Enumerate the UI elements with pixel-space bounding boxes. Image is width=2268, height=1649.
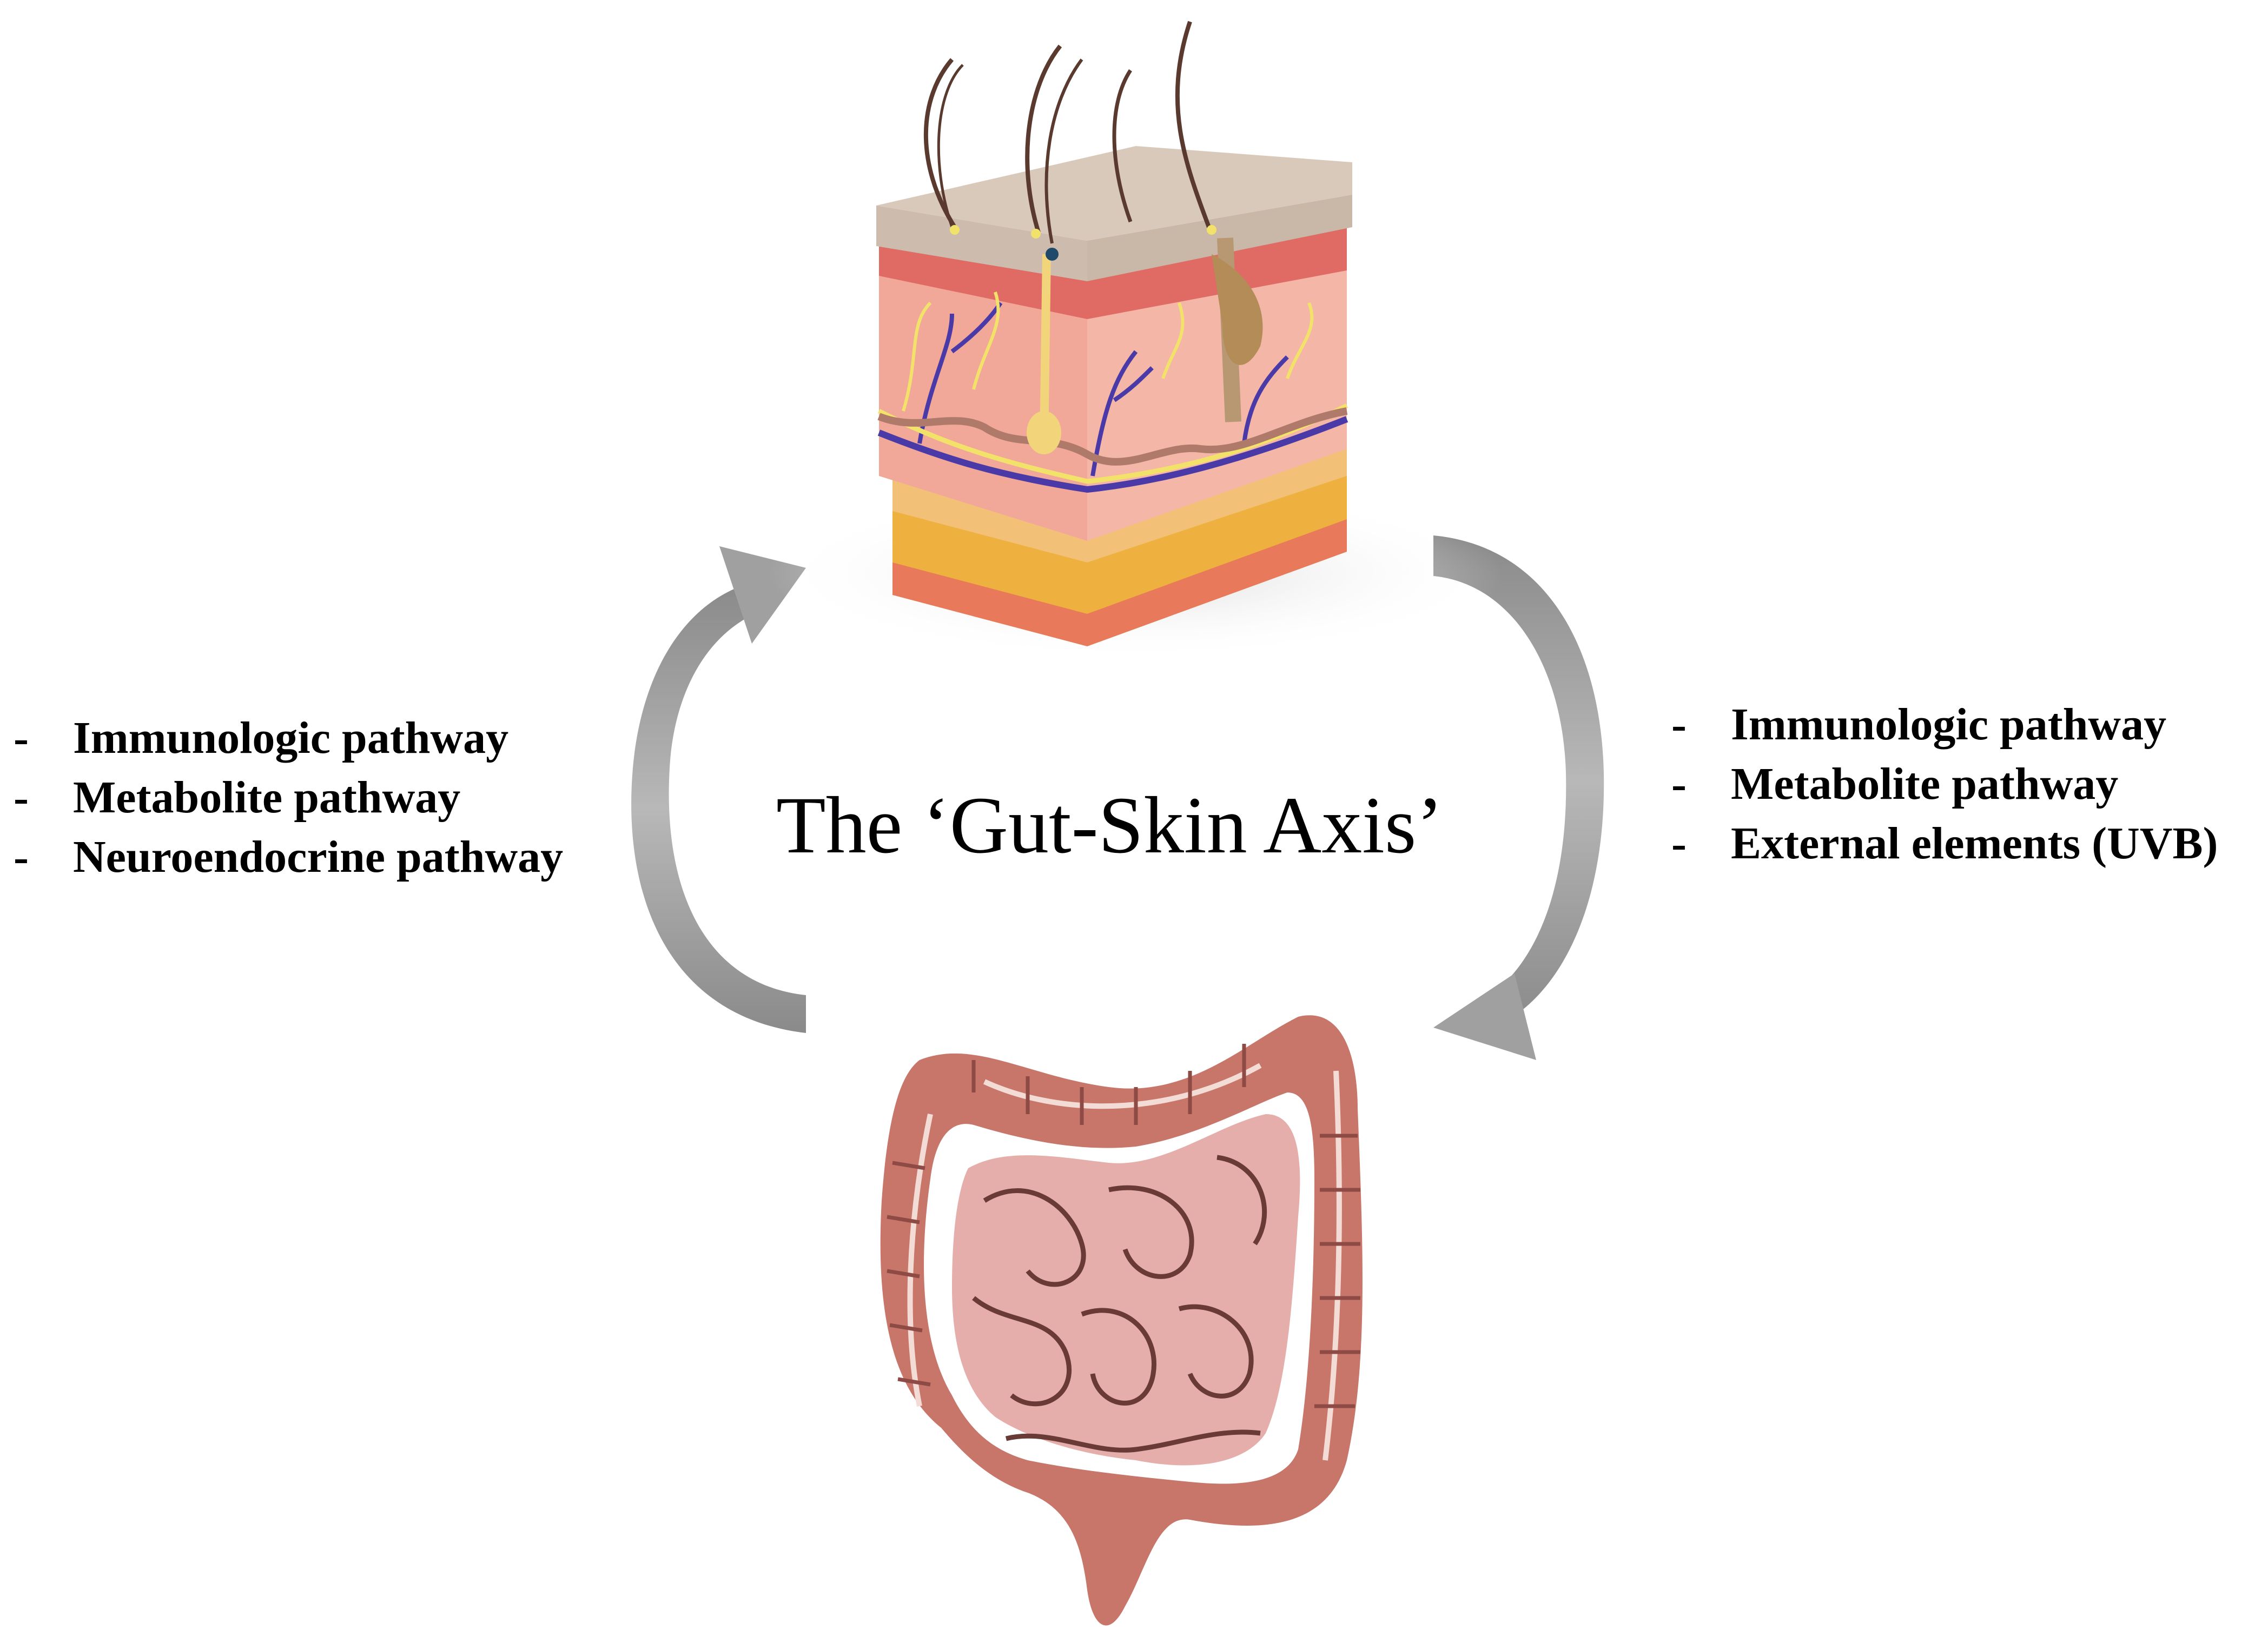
- bullet-dash: -: [14, 772, 29, 823]
- pathway-label: Metabolite pathway: [73, 772, 461, 823]
- bullet-dash: -: [1671, 759, 1687, 809]
- bullet-dash: -: [1671, 818, 1687, 869]
- pathway-label: External elements (UVB): [1731, 818, 2218, 869]
- list-item: - Metabolite pathway: [1671, 754, 2218, 814]
- pathway-label: Neuroendocrine pathway: [73, 832, 564, 882]
- bullet-dash: -: [14, 832, 29, 882]
- list-item: - Immunologic pathway: [1671, 695, 2218, 754]
- pathway-label: Immunologic pathway: [1731, 699, 2167, 750]
- cycle-arrow-right-icon: [1433, 535, 1604, 1060]
- pathway-label: Metabolite pathway: [1731, 759, 2119, 809]
- intestines-icon: [880, 1015, 1363, 1626]
- diagram-title: The ‘Gut-Skin Axis’: [776, 780, 1444, 870]
- list-item: - External elements (UVB): [1671, 814, 2218, 873]
- skin-layers-icon: [768, 21, 1504, 660]
- list-item: - Neuroendocrine pathway: [14, 827, 563, 887]
- left-pathway-list: - Immunologic pathway - Metabolite pathw…: [14, 708, 563, 887]
- bullet-dash: -: [14, 713, 29, 763]
- list-item: - Immunologic pathway: [14, 708, 563, 768]
- bullet-dash: -: [1671, 699, 1687, 750]
- pathway-label: Immunologic pathway: [73, 713, 509, 763]
- right-pathway-list: - Immunologic pathway - Metabolite pathw…: [1671, 695, 2218, 873]
- list-item: - Metabolite pathway: [14, 768, 563, 827]
